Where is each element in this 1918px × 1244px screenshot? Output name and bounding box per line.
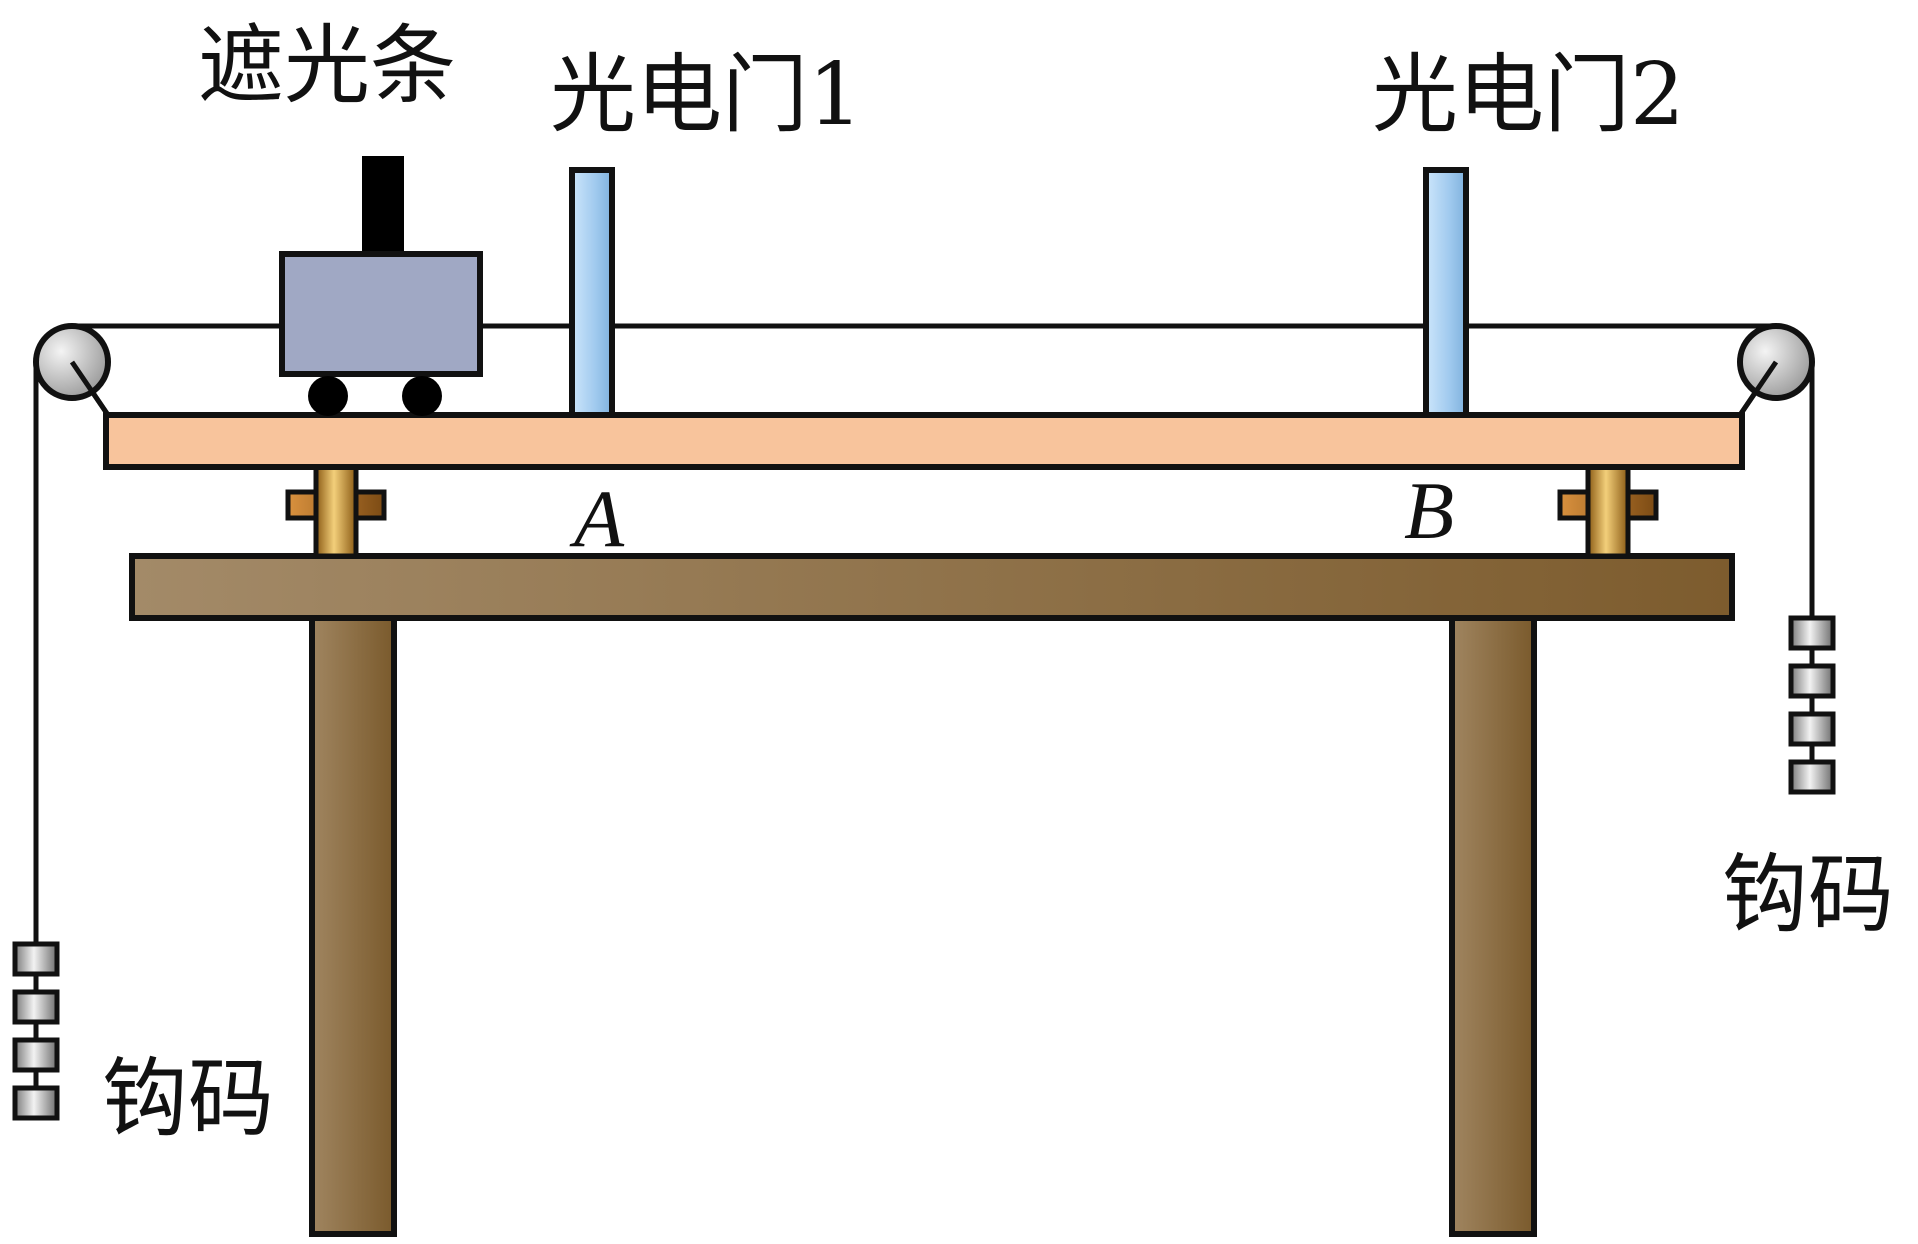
weight-stack-right-icon <box>1788 615 1836 795</box>
label-point-a: A <box>569 473 625 564</box>
weight-block <box>1788 615 1836 651</box>
weight-block <box>12 989 60 1025</box>
weight-block <box>12 941 60 977</box>
pulley-right-icon <box>1737 323 1815 417</box>
shade-strip <box>362 156 404 254</box>
pulley-left-icon <box>33 323 111 417</box>
label-gate-1: 光电门1 <box>550 45 863 145</box>
weight-block <box>1788 711 1836 747</box>
cart-wheel-left <box>308 376 348 416</box>
label-point-b: B <box>1404 465 1454 556</box>
support-left <box>285 461 387 559</box>
label-weights-left: 钩码 <box>102 1049 274 1149</box>
support-right <box>1557 461 1659 559</box>
cart-body <box>279 251 483 377</box>
track-board <box>103 412 1745 470</box>
photogate-1 <box>569 167 615 418</box>
table-leg-right <box>1449 609 1537 1237</box>
weight-block <box>12 1085 60 1121</box>
cart <box>279 156 483 416</box>
table-top <box>129 553 1735 621</box>
weight-stack-left-icon <box>12 941 60 1121</box>
weight-block <box>1788 663 1836 699</box>
label-gate-2: 光电门2 <box>1372 45 1685 145</box>
cart-wheel-right <box>402 376 442 416</box>
label-shade-strip: 遮光条 <box>198 16 456 116</box>
weight-block <box>12 1037 60 1073</box>
photogate-2 <box>1423 167 1469 418</box>
table-leg-left <box>309 609 397 1237</box>
label-weights-right: 钩码 <box>1722 845 1894 945</box>
weight-block <box>1788 759 1836 795</box>
